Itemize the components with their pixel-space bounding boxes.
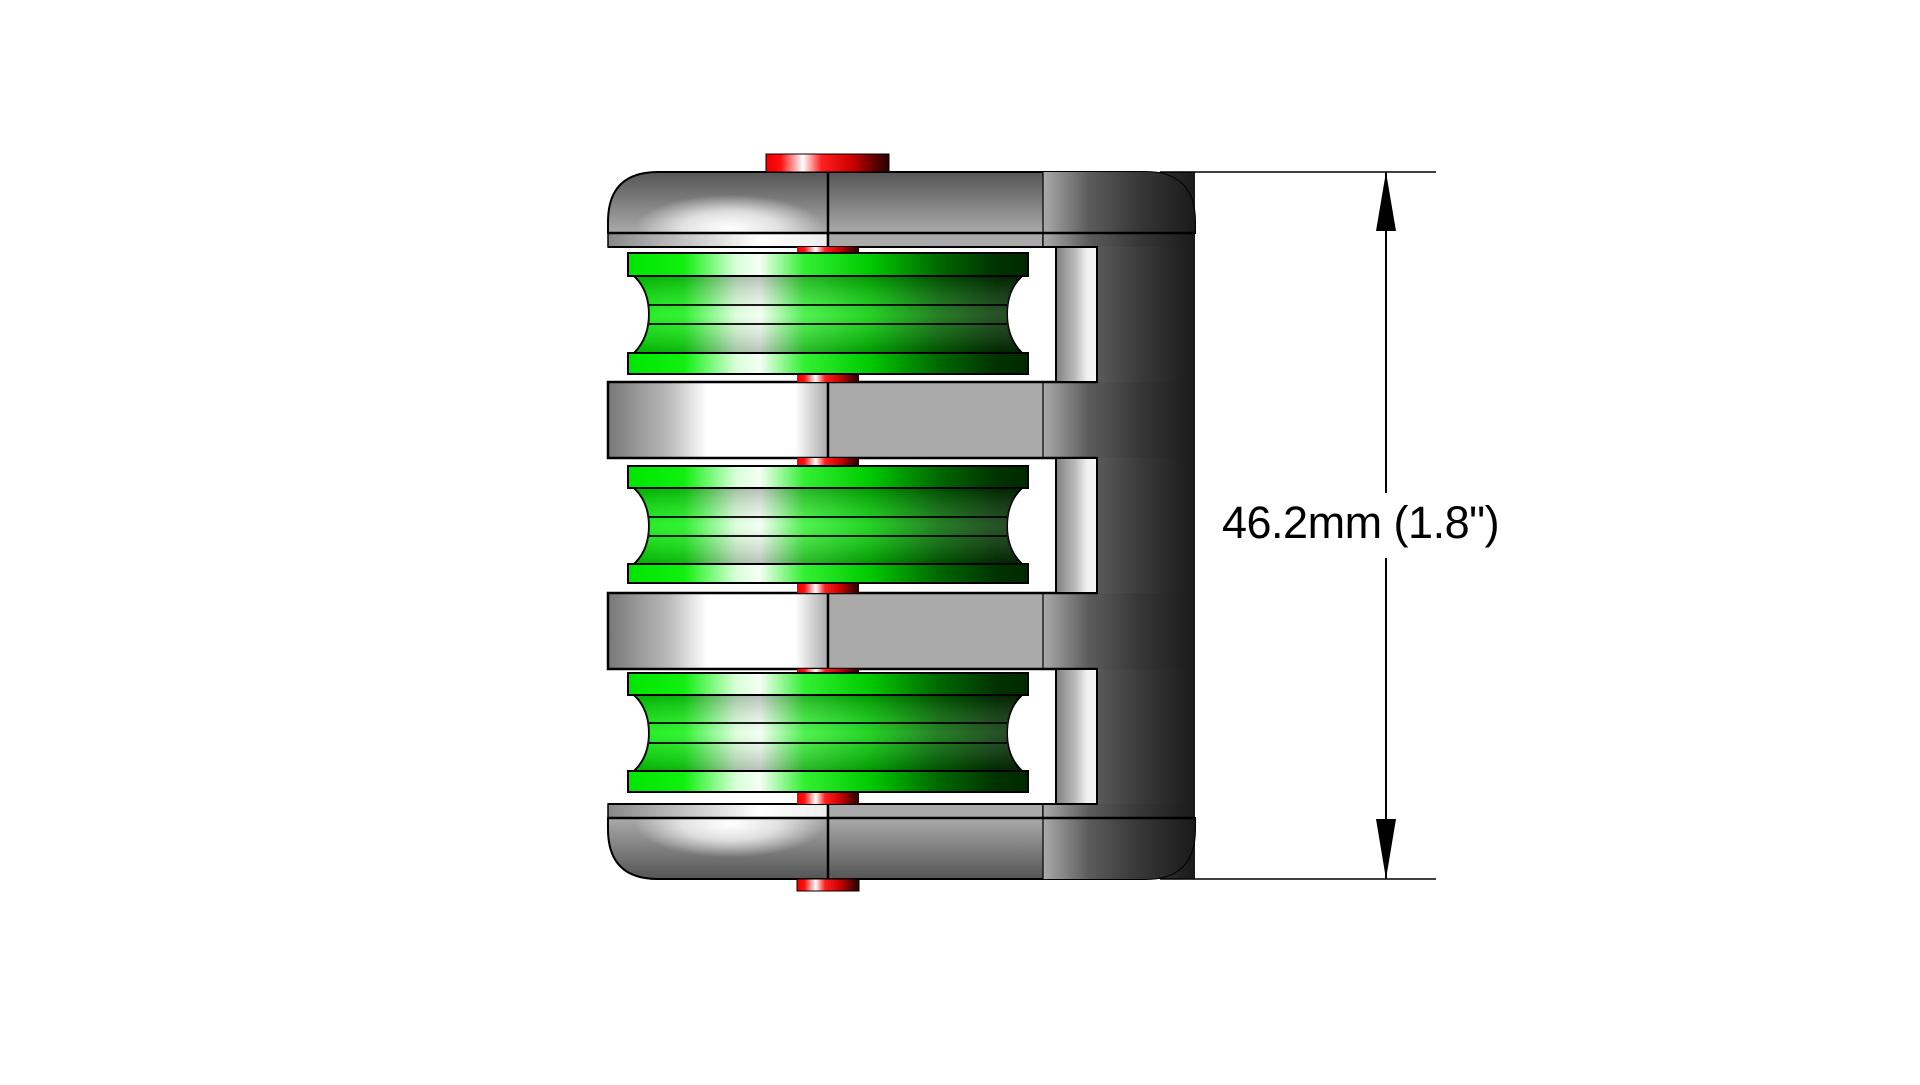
spacer-plate-2 [606, 591, 1195, 671]
dimension-label: 46.2mm (1.8") [1222, 497, 1500, 548]
top-end-cap [607, 171, 1196, 248]
height-dimension [1160, 171, 1436, 880]
arrow-down-icon [1376, 819, 1396, 879]
arrow-up-icon [1376, 172, 1396, 231]
pulley-3 [627, 672, 1029, 793]
pulley-1 [627, 252, 1029, 375]
strut-2 [1055, 457, 1098, 594]
strut-3 [1055, 668, 1098, 805]
bottom-end-cap [607, 803, 1196, 880]
axle-pins [765, 153, 890, 892]
pulley-2 [627, 465, 1029, 584]
section-lines [826, 172, 1044, 879]
spacer-plate-1 [606, 380, 1195, 460]
bottom-pin-end [796, 878, 860, 892]
frame-spine [1097, 172, 1195, 879]
top-pin-head [765, 153, 890, 173]
strut-1 [1055, 246, 1098, 383]
